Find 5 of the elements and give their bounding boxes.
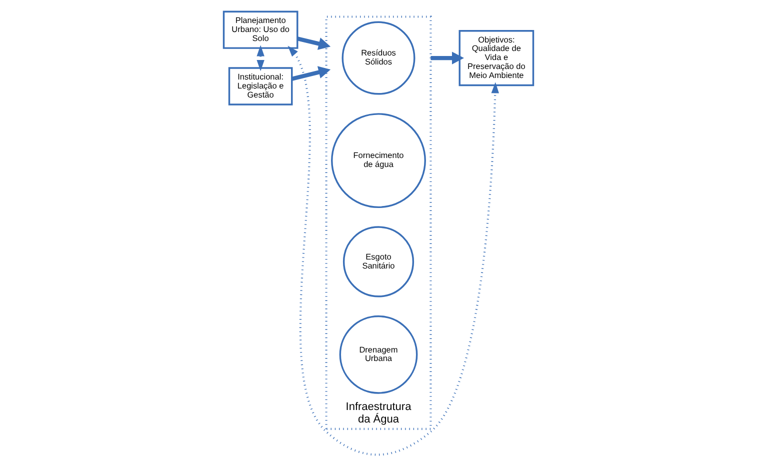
arrow [288,46,499,456]
arrow [297,36,331,50]
arrow [430,52,464,64]
arrow [291,66,331,81]
arrow [256,45,264,72]
